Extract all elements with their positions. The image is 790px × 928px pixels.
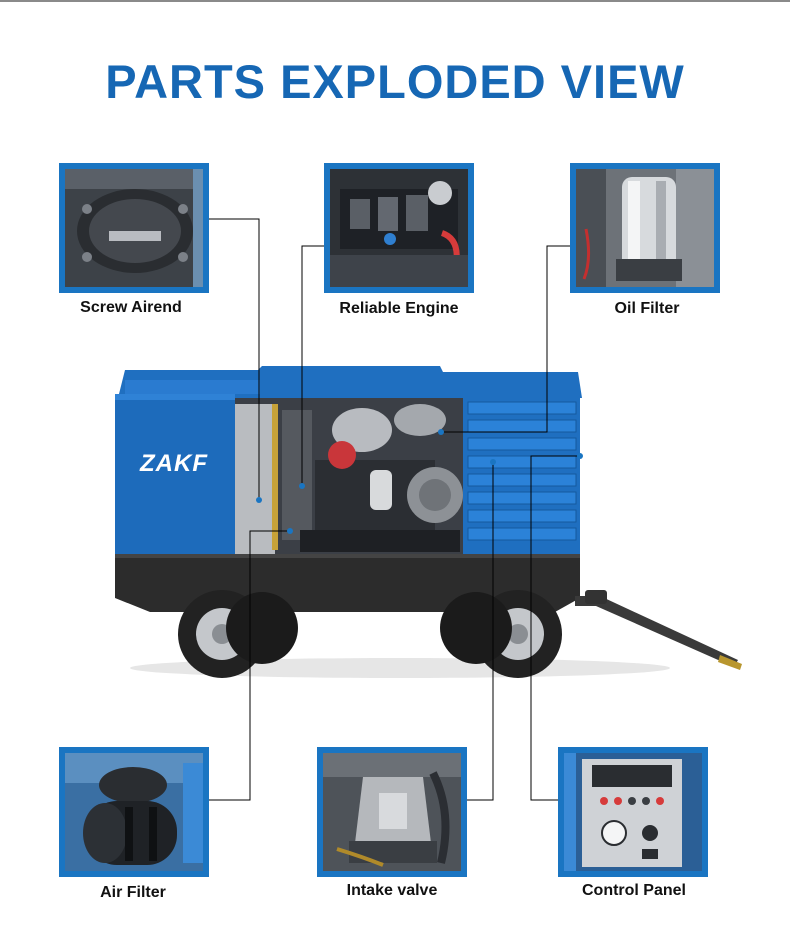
thumb-oil-filter [570,163,720,293]
brand-logo: ZAKF [140,450,208,477]
label-control-panel: Control Panel [581,882,686,899]
thumb-reliable-engine [324,163,474,293]
page-title: PARTS EXPLODED VIEW [105,55,685,108]
thumb-air-filter [59,747,209,877]
top-divider [0,0,790,2]
thumb-intake-valve [317,747,467,877]
thumb-control-panel [558,747,708,877]
label-intake-valve: Intake valve [346,882,438,899]
thumb-screw-airend [59,163,209,293]
label-reliable-engine: Reliable Engine [339,300,459,317]
label-air-filter: Air Filter [100,884,166,901]
label-screw-airend: Screw Airend [80,299,182,316]
label-oil-filter: Oil Filter [614,300,680,317]
